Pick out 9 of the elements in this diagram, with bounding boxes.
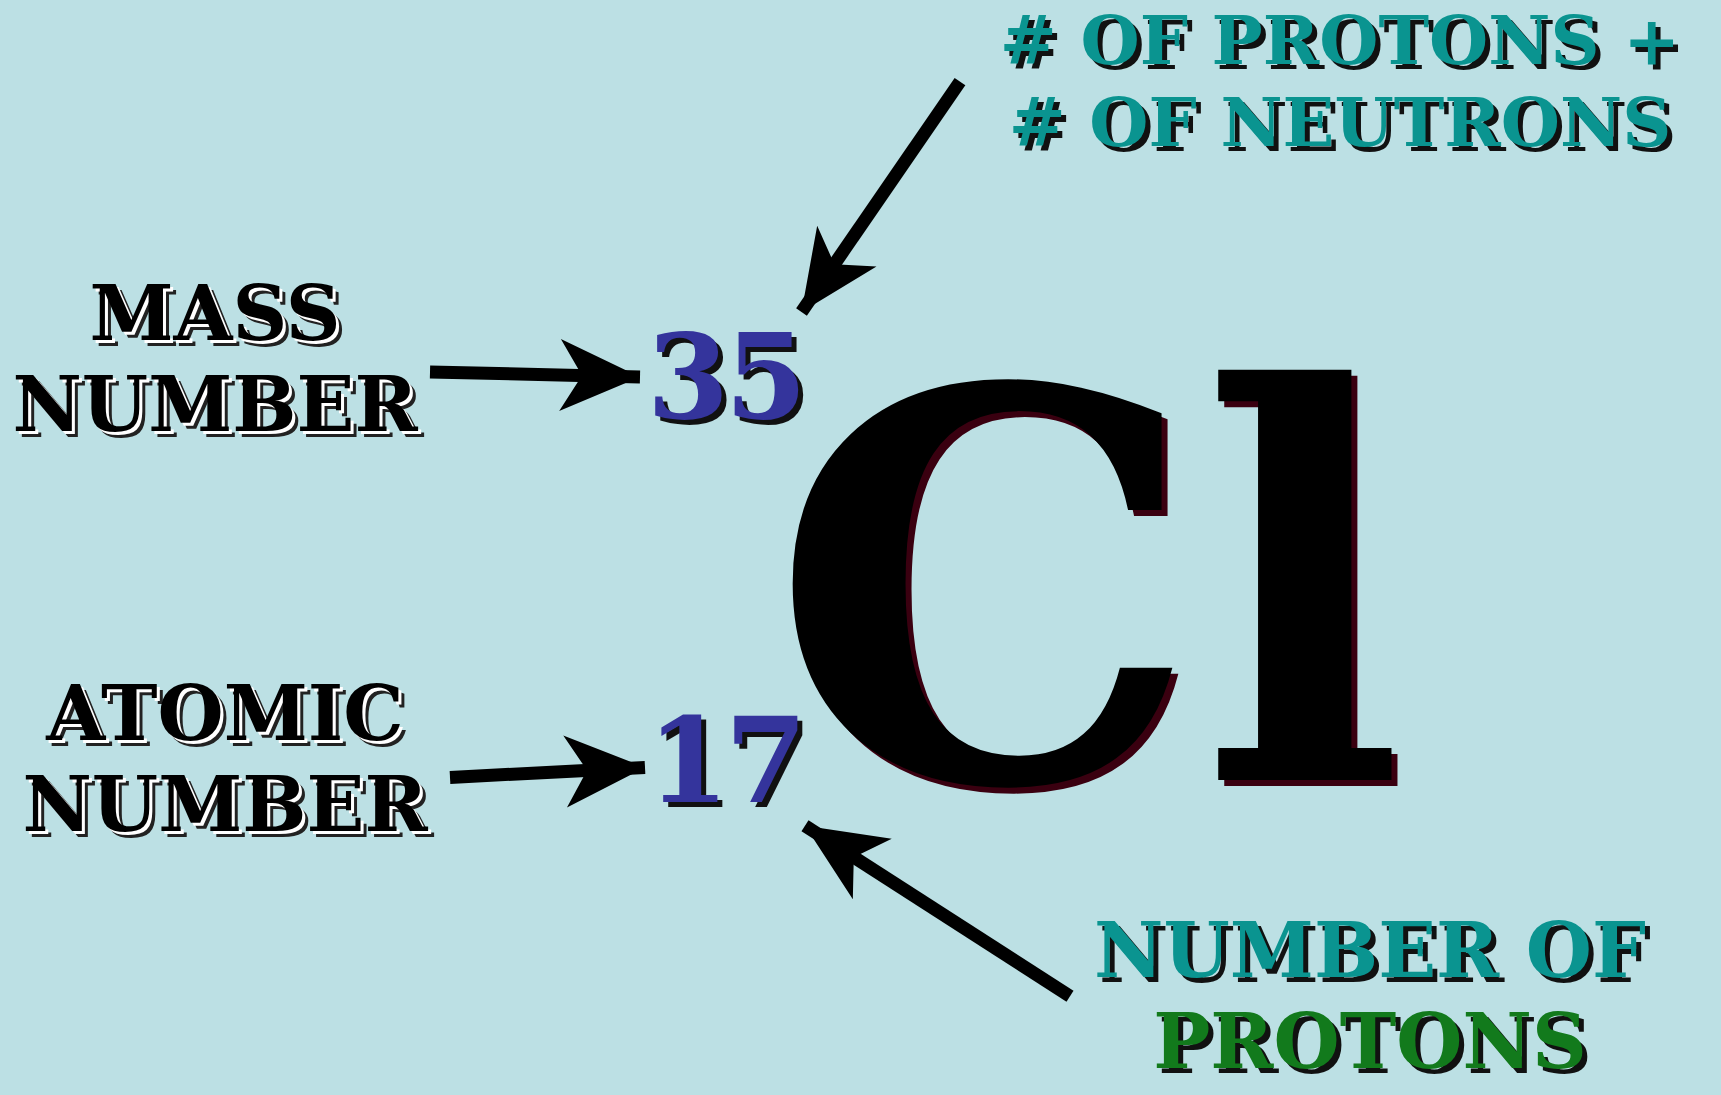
label-text: ATOMIC NUMBER [21, 668, 429, 851]
label-text: NUMBER OF [1094, 905, 1646, 997]
label-text: # OF PROTONS + # OF NEUTRONS [998, 0, 1682, 164]
label-text: PROTONS [1153, 996, 1587, 1088]
arrow [801, 820, 1074, 1002]
arrow [796, 77, 966, 316]
label-text: MASS NUMBER [11, 268, 419, 451]
arrow [429, 339, 641, 411]
arrow [449, 735, 646, 808]
